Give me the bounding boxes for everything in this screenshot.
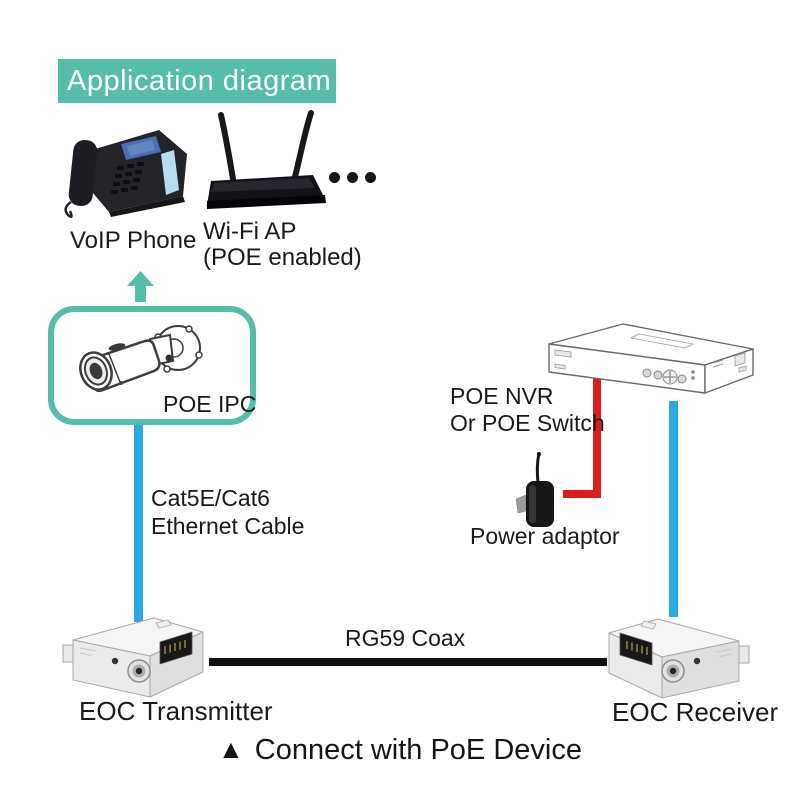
eoc-receiver-label: EOC Receiver <box>612 697 779 727</box>
voip-phone-label: VoIP Phone <box>70 227 197 254</box>
coax-cable-line <box>209 658 607 666</box>
wifi-ap-label-line2: (POE enabled) <box>203 244 362 271</box>
ethernet-cable-line-right <box>669 401 678 617</box>
diagram-title: Application diagram <box>58 59 336 103</box>
power-cable-line-vertical <box>593 378 601 498</box>
diagram-caption: ▲ Connect with PoE Device <box>0 734 800 767</box>
ellipsis-dot <box>329 172 340 183</box>
wifi-router-icon <box>207 110 326 209</box>
ellipsis-dots-icon <box>329 172 376 183</box>
coax-cable-label: RG59 Coax <box>345 625 466 651</box>
poe-ipc-label: POE IPC <box>163 391 257 417</box>
caption-text: Connect with PoE Device <box>254 734 582 766</box>
bullet-camera-icon <box>79 325 203 393</box>
ethernet-cable-label: Cat5E/Cat6 Ethernet Cable <box>151 484 304 540</box>
nvr-label: POE NVR Or POE Switch <box>450 383 605 437</box>
ellipsis-dot <box>347 172 358 183</box>
eoc-transmitter-label: EOC Transmitter <box>79 696 273 726</box>
nvr-icon <box>548 323 754 394</box>
power-cable-line-horizontal <box>563 490 601 498</box>
ethernet-cable-line-left <box>134 389 143 622</box>
wifi-ap-label-line1: Wi-Fi AP <box>203 218 297 245</box>
nvr-label-line2: Or POE Switch <box>450 410 605 436</box>
eoc-transmitter-icon <box>62 617 204 698</box>
ellipsis-dot <box>365 172 376 183</box>
wifi-ap-label: Wi-Fi AP (POE enabled) <box>203 219 362 271</box>
ethernet-cable-label-line2: Ethernet Cable <box>151 513 305 539</box>
triangle-icon: ▲ <box>218 734 244 764</box>
power-adaptor-label: Power adaptor <box>470 523 620 549</box>
ethernet-cable-label-line1: Cat5E/Cat6 <box>151 485 270 511</box>
eoc-receiver-icon <box>608 618 750 699</box>
desk-phone-icon <box>64 130 187 219</box>
nvr-label-line1: POE NVR <box>450 383 554 409</box>
power-plug-icon <box>515 452 554 527</box>
up-arrow-icon <box>127 271 154 302</box>
